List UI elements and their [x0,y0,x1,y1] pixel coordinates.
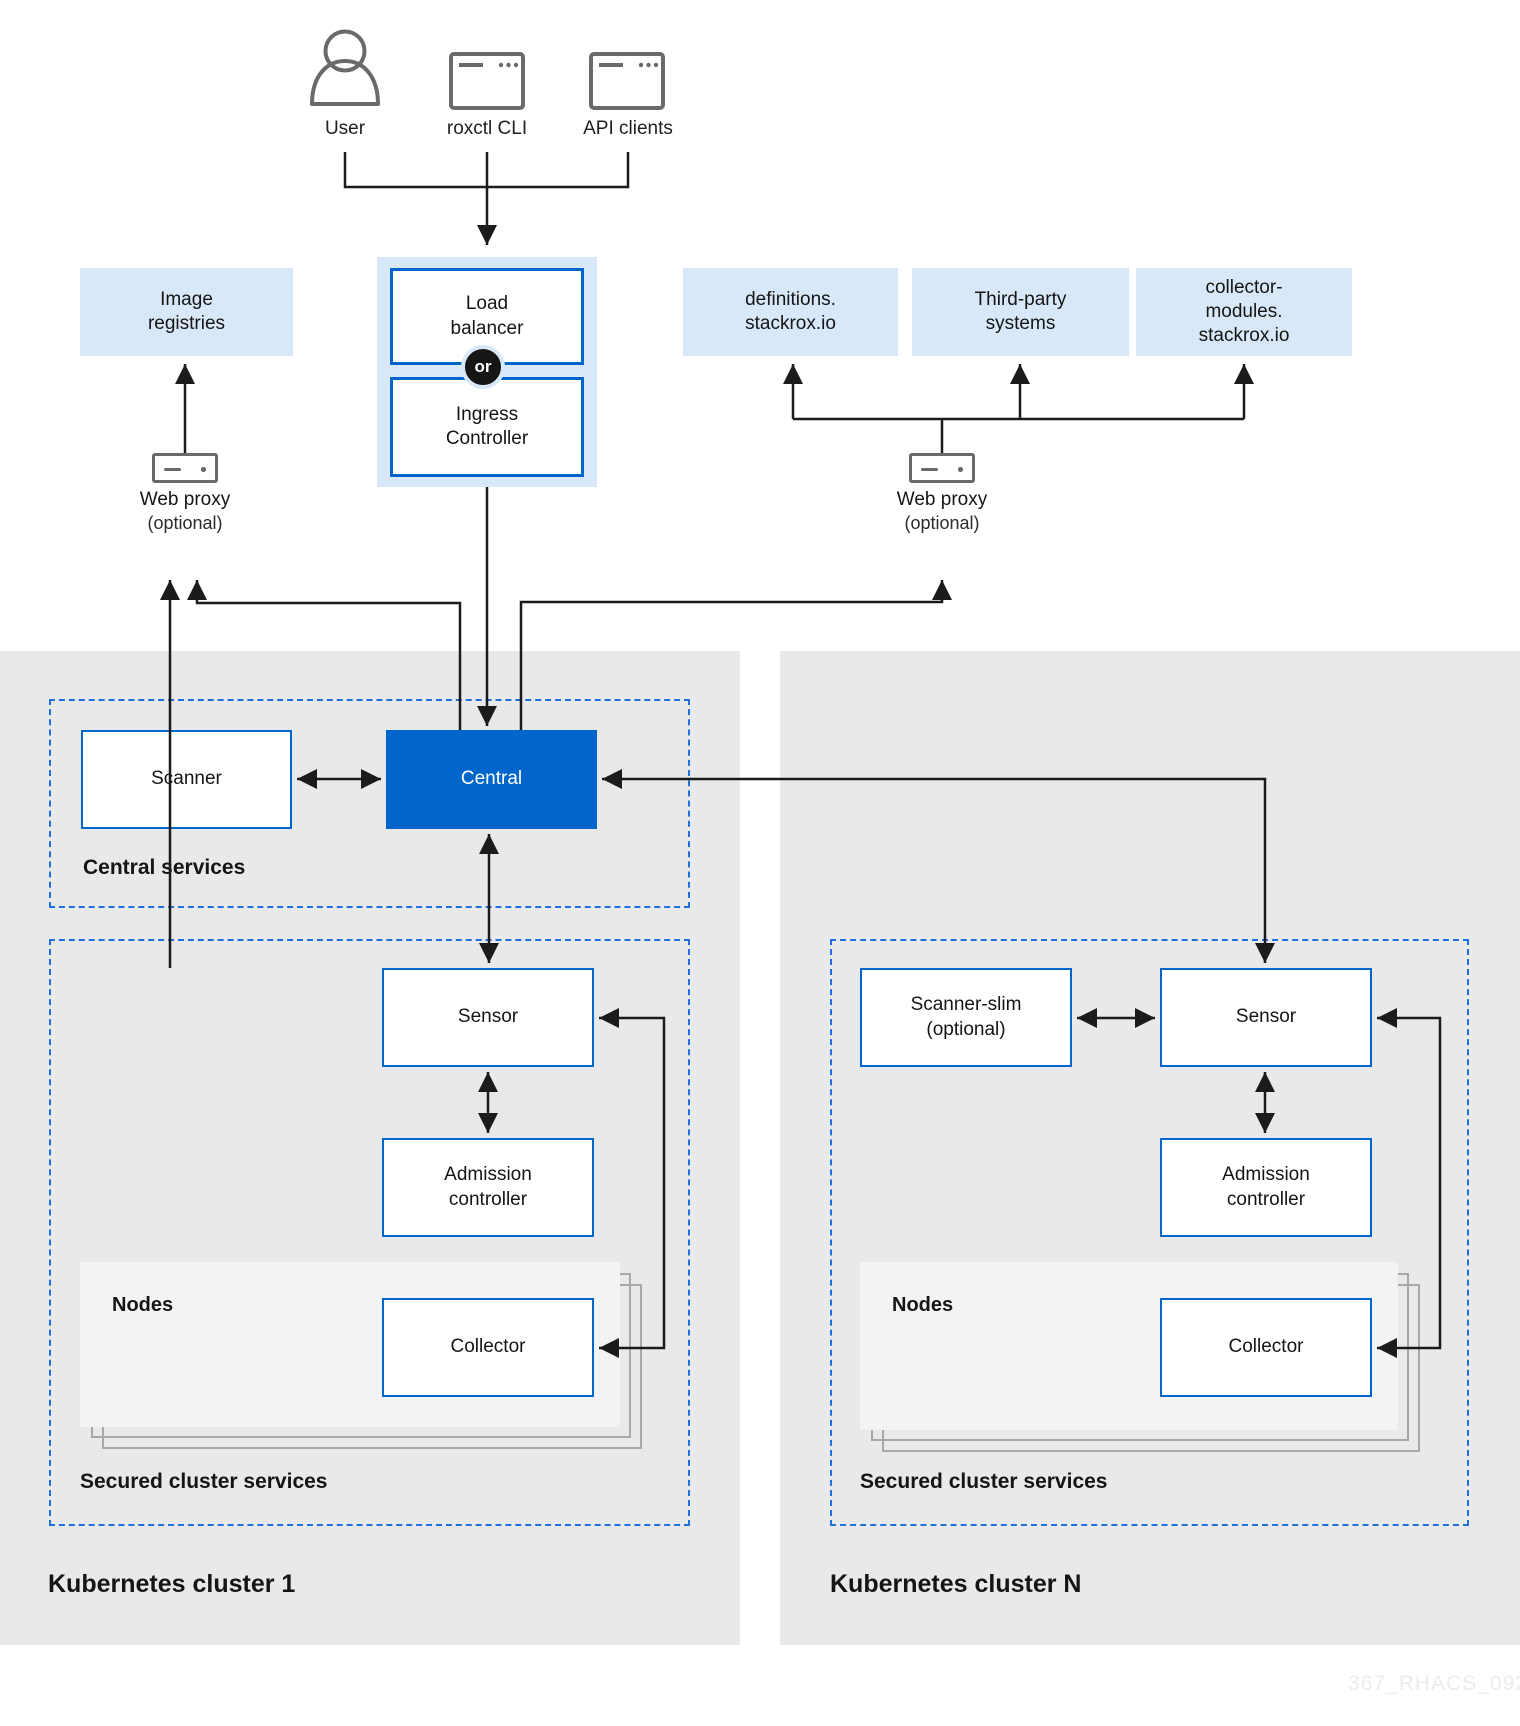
clusterN-title: Kubernetes cluster N [830,1570,1082,1598]
cluster1-secured-region [49,939,690,1526]
web-proxy-left-icon [152,453,218,483]
cluster1-nodes-label: Nodes [112,1294,174,1316]
scanner-box: Scanner [81,730,292,829]
terminal-icon [449,52,525,110]
central-services-title: Central services [83,856,246,879]
window-icon [589,52,665,110]
clusterN-admission-box: Admission controller [1160,1138,1372,1237]
web-proxy-left-label: Web proxy [139,489,231,510]
clusterN-secured-title: Secured cluster services [860,1470,1108,1493]
cluster1-title: Kubernetes cluster 1 [48,1570,296,1598]
clusterN-scanner-slim-box: Scanner-slim (optional) [860,968,1072,1067]
api-clients-label: API clients [583,118,673,139]
cluster1-admission-box: Admission controller [382,1138,594,1237]
clusterN-sensor-box: Sensor [1160,968,1372,1067]
clusterN-nodes-label: Nodes [892,1294,954,1316]
ingress-controller-box: Ingress Controller [390,377,584,477]
cluster1-secured-title: Secured cluster services [80,1470,328,1493]
proxy-branch-line [793,417,1244,453]
watermark: 367_RHACS_0923 [1348,1672,1520,1695]
web-proxy-right-label: Web proxy [896,489,988,510]
user-icon [305,28,385,112]
image-registries-box: Image registries [80,268,293,356]
collector-modules-box: collector- modules. stackrox.io [1136,268,1352,356]
web-proxy-left-optional: (optional) [147,513,223,533]
roxctl-cli-label: roxctl CLI [446,118,528,139]
web-proxy-right-optional: (optional) [904,513,980,533]
cluster1-sensor-box: Sensor [382,968,594,1067]
web-proxy-right-icon [909,453,975,483]
actors-merge-line [343,152,630,189]
user-label: User [324,118,366,139]
cluster1-collector-box: Collector [382,1298,594,1397]
clusterN-collector-box: Collector [1160,1298,1372,1397]
definitions-stackrox-box: definitions. stackrox.io [683,268,898,356]
load-balancer-box: Load balancer [390,268,584,365]
or-badge: or [461,345,505,389]
third-party-systems-box: Third-party systems [912,268,1129,356]
central-box: Central [386,730,597,829]
